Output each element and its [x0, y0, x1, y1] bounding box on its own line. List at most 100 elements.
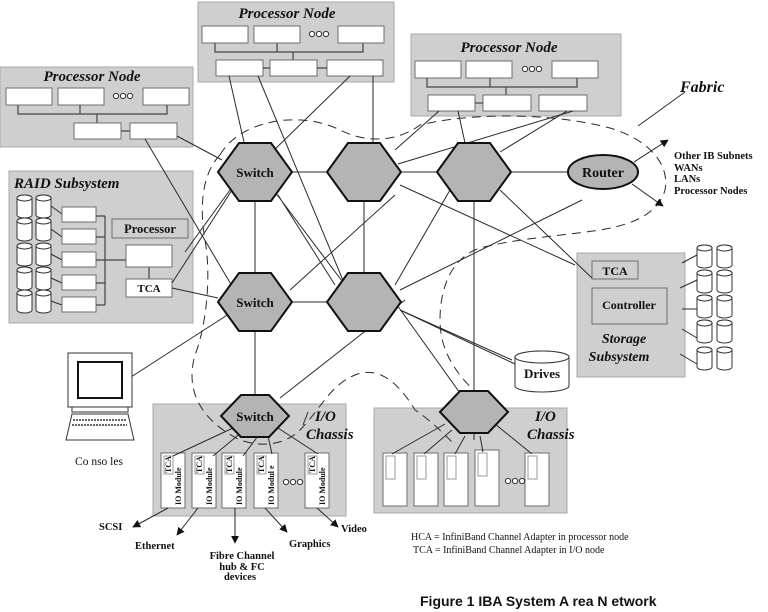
fabric-links: [130, 75, 593, 457]
disk-icon: [696, 319, 713, 344]
output-label-ethernet: Ethernet: [135, 541, 175, 552]
raid-disk-array: [16, 194, 63, 314]
storage-tca-label: TCA: [602, 264, 628, 278]
storage-tca-box: [591, 260, 639, 280]
disk-icon: [35, 266, 52, 291]
hca-box: [73, 122, 122, 140]
ellipsis-icon: [282, 478, 304, 486]
disk-icon: [16, 194, 33, 219]
switch-hexagon: [435, 142, 513, 202]
disk-icon: [16, 242, 33, 267]
disk-icon: [696, 294, 713, 319]
disk-icon: [16, 217, 33, 242]
ellipsis-icon: [112, 92, 134, 100]
cpu-box: [253, 25, 301, 44]
processor-node-top: Processor Node: [197, 1, 395, 83]
switch-node: Switch: [216, 272, 294, 332]
io-module-tca-label: TCA: [164, 456, 173, 473]
io-module-tca-label: TCA: [257, 456, 266, 473]
storage-title-line1: Storage: [602, 332, 646, 347]
io-module-name: IO Module: [318, 467, 327, 505]
disk-icon: [35, 242, 52, 267]
cpu-box: [201, 25, 249, 44]
router: Router Other IB Subnets WANs LANs Proces…: [567, 139, 753, 207]
disk-icon: [716, 269, 733, 294]
switch-hexagon: [219, 394, 291, 438]
raid-adapter-box: [61, 296, 97, 313]
switch-hexagon: [325, 272, 403, 332]
router-label: Router: [582, 166, 624, 181]
switch-label: Switch: [236, 165, 274, 180]
storage-subsystem: TCA Controller Storage Subsystem: [576, 244, 733, 378]
legend-hca: HCA = InfiniBand Channel Adapter in proc…: [411, 532, 629, 543]
io-module-name: IO Module: [235, 467, 244, 505]
processor-node-title: Processor Node: [43, 69, 140, 85]
disk-icon: [16, 289, 33, 314]
io-module-list: [382, 449, 550, 507]
raid-adapter-box: [61, 251, 97, 268]
disk-icon: [696, 244, 713, 269]
storage-controller-box: [591, 287, 668, 325]
raid-tca-label: TCA: [137, 283, 160, 295]
processor-node-right: Processor Node: [410, 33, 622, 117]
figure-caption: Figure 1 IBA System A rea N etwork: [420, 593, 657, 609]
io-module: [382, 452, 408, 507]
fabric-boundary: Fabric: [191, 79, 724, 446]
external-network-label: Other IB Subnets: [674, 151, 753, 162]
external-network-label: Processor Nodes: [674, 186, 747, 197]
disk-icon: [16, 266, 33, 291]
ellipsis-icon: [521, 65, 543, 73]
disk-icon: [716, 319, 733, 344]
console-computer-icon: [65, 352, 135, 441]
switch-hexagon: [216, 142, 294, 202]
disk-icon: [35, 217, 52, 242]
switch-node: [435, 142, 513, 202]
disk-icon: [716, 346, 733, 371]
hca-box: [427, 94, 476, 112]
io-chassis-right-title: I/O: [534, 409, 556, 425]
drives-label: Drives: [524, 366, 560, 381]
output-label-fibre-channel: devices: [224, 572, 256, 583]
output-label-graphics: Graphics: [289, 539, 330, 550]
raid-adapter-box: [61, 274, 97, 291]
output-label-scsi: SCSI: [99, 522, 122, 533]
io-module-name: IO Module: [174, 467, 183, 505]
fabric-label: Fabric: [679, 79, 724, 96]
processor-node-left: Processor Node: [0, 66, 194, 148]
disk-icon: [35, 194, 52, 219]
cpu-box: [337, 25, 385, 44]
storage-disk-array: [696, 244, 733, 371]
storage-title-line2: Subsystem: [589, 350, 650, 365]
switch-node: [325, 142, 403, 202]
raid-adapter-box: [61, 206, 97, 223]
switch-node: Switch: [219, 394, 291, 438]
io-module-name: IO Modul e: [267, 465, 276, 505]
switch-label: Switch: [236, 409, 274, 424]
io-chassis-left-title: I/O: [314, 409, 336, 425]
hca-box: [269, 59, 318, 77]
switch-node: [438, 390, 510, 434]
output-label-video: Video: [341, 524, 367, 535]
disk-icon: [696, 269, 713, 294]
disk-icon: [696, 346, 713, 371]
io-module-tca-label: TCA: [225, 456, 234, 473]
switch-node: [325, 272, 403, 332]
io-module: [443, 452, 469, 507]
cpu-box: [465, 60, 513, 79]
io-chassis-left-title: Chassis: [306, 427, 354, 443]
switch-node: Switch: [216, 142, 294, 202]
io-module: [413, 452, 439, 507]
io-module: [474, 449, 500, 507]
output-label-fibre-channel: Fibre Channel: [210, 551, 275, 562]
raid-title: RAID Subsystem: [13, 176, 119, 192]
cpu-box: [551, 60, 599, 79]
disk-icon: [716, 244, 733, 269]
ellipsis-icon: [504, 477, 526, 485]
